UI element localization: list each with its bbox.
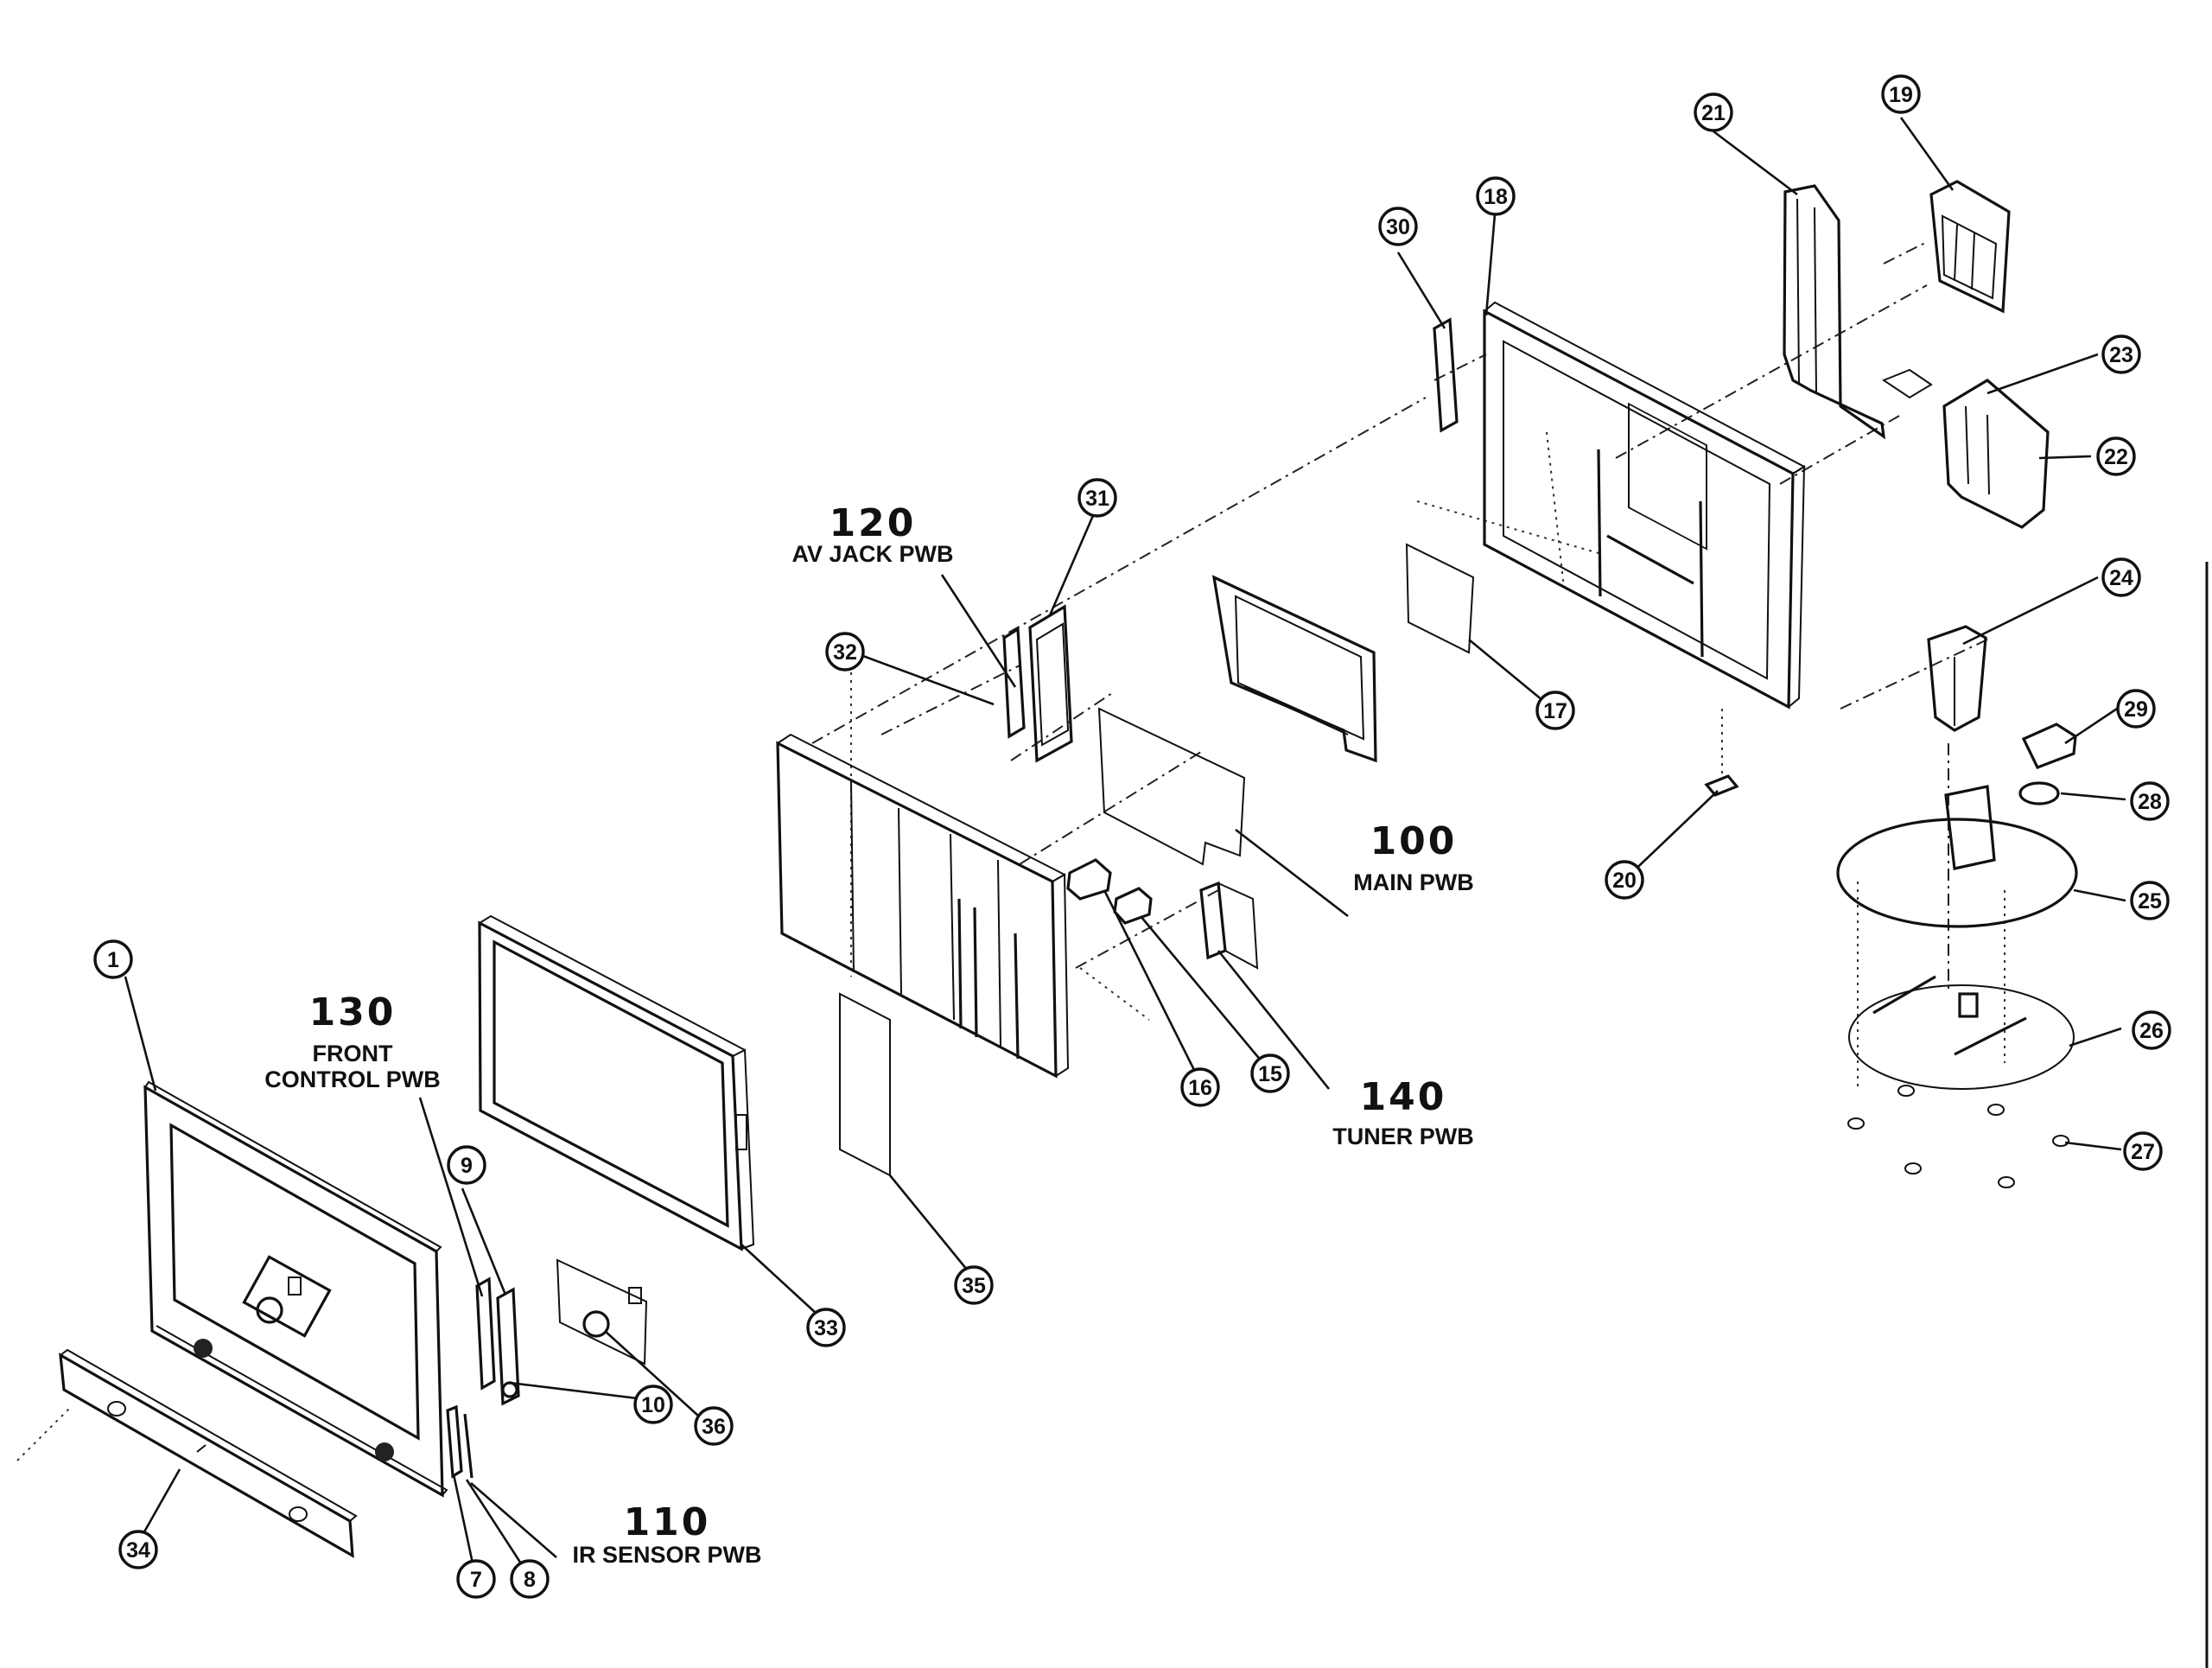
terminal-cover-19-part: [1929, 180, 2011, 314]
av-jack-pwb-part: [836, 604, 1073, 763]
svg-text:140: 140: [1360, 1075, 1447, 1119]
svg-text:8: 8: [524, 1568, 536, 1592]
svg-text:IR SENSOR PWB: IR SENSOR PWB: [572, 1542, 761, 1568]
svg-text:18: 18: [1484, 185, 1508, 209]
bracket-20-part: [1704, 709, 1739, 797]
callout-26: 26: [2132, 1010, 2171, 1050]
front-bezel-part: [143, 1080, 448, 1498]
callout-25: 25: [2130, 881, 2170, 920]
callout-30: 30: [1378, 207, 1418, 246]
ir-sensor-pwb-part: [446, 1404, 474, 1479]
callout-15: 15: [1250, 1054, 1290, 1093]
assembly-guide-lines: [16, 241, 2005, 1461]
ring-28-part: [2018, 781, 2060, 805]
callout-34: 34: [118, 1530, 158, 1569]
callout-28: 28: [2130, 781, 2170, 821]
rubber-feet-27-part: [1847, 1085, 2069, 1188]
callout-10: 10: [633, 1385, 673, 1424]
svg-text:110: 110: [624, 1500, 711, 1544]
svg-text:29: 29: [2124, 697, 2148, 722]
callout-27: 27: [2123, 1131, 2163, 1171]
side-cover-22-part: [1881, 368, 2050, 529]
svg-text:36: 36: [702, 1415, 726, 1439]
svg-text:TUNER PWB: TUNER PWB: [1332, 1124, 1474, 1149]
base-plate-26-part: [1848, 975, 2075, 1090]
pwb-label-120: 120 AV JACK PWB: [791, 501, 953, 567]
callout-16: 16: [1180, 1067, 1220, 1107]
svg-text:130: 130: [309, 990, 397, 1035]
rear-cabinet-part: [1483, 301, 1807, 710]
svg-text:AV JACK PWB: AV JACK PWB: [791, 541, 953, 567]
tuner-pwb-part: [1199, 881, 1259, 970]
svg-text:27: 27: [2131, 1140, 2155, 1164]
insulation-sheet-part: [839, 992, 891, 1177]
svg-text:19: 19: [1889, 83, 1913, 107]
svg-text:17: 17: [1543, 699, 1567, 723]
svg-text:MAIN PWB: MAIN PWB: [1353, 869, 1473, 895]
callout-21: 21: [1694, 92, 1733, 132]
bracket-29-part: [2021, 723, 2077, 770]
svg-text:15: 15: [1258, 1062, 1282, 1086]
callout-19: 19: [1881, 74, 1921, 114]
svg-text:20: 20: [1612, 869, 1637, 893]
callout-31: 31: [1077, 478, 1117, 518]
side-strip-30-part: [1433, 317, 1459, 433]
stand-base-25-part: [1836, 785, 2078, 928]
callout-22: 22: [2096, 436, 2136, 476]
stand-neck-24-part: [1927, 625, 1987, 732]
connector-parts: [1066, 858, 1153, 925]
callout-32: 32: [825, 632, 865, 672]
svg-text:7: 7: [470, 1568, 482, 1592]
svg-text:32: 32: [833, 640, 857, 665]
main-chassis-frame: [776, 733, 1070, 1079]
svg-text:33: 33: [814, 1316, 838, 1340]
svg-text:30: 30: [1386, 215, 1410, 239]
callout-17: 17: [1535, 691, 1575, 730]
pwb-label-110: 110 IR SENSOR PWB: [572, 1500, 761, 1568]
svg-text:35: 35: [962, 1274, 986, 1298]
pwb-label-100: 100 MAIN PWB: [1353, 819, 1473, 895]
upper-board-part: [1211, 575, 1377, 763]
svg-text:31: 31: [1085, 487, 1109, 511]
front-control-pwb-part: [475, 1276, 520, 1406]
svg-text:22: 22: [2104, 445, 2128, 469]
svg-text:23: 23: [2109, 343, 2133, 367]
svg-text:24: 24: [2109, 566, 2133, 590]
svg-text:9: 9: [461, 1154, 473, 1178]
svg-text:100: 100: [1370, 819, 1458, 863]
svg-text:1: 1: [107, 948, 119, 972]
callout-36: 36: [694, 1406, 734, 1446]
pwb-label-140: 140 TUNER PWB: [1332, 1075, 1474, 1149]
leader-lines: [124, 117, 2126, 1576]
bracket-17-part: [1405, 543, 1475, 654]
callout-1: 1: [93, 939, 133, 979]
svg-text:28: 28: [2138, 790, 2162, 814]
callout-29: 29: [2116, 689, 2156, 729]
speaker-grille-part: [59, 1348, 358, 1558]
svg-text:CONTROL PWB: CONTROL PWB: [264, 1066, 441, 1092]
callout-20: 20: [1605, 860, 1644, 900]
svg-text:FRONT: FRONT: [313, 1041, 393, 1066]
callout-23: 23: [2101, 334, 2141, 374]
svg-text:34: 34: [126, 1538, 150, 1563]
lcd-panel-part: [478, 914, 755, 1251]
callout-9: 9: [447, 1145, 486, 1185]
svg-text:26: 26: [2139, 1019, 2164, 1043]
svg-text:21: 21: [1701, 101, 1726, 125]
pwb-label-130: 130 FRONT CONTROL PWB: [264, 990, 441, 1092]
callout-18: 18: [1476, 176, 1516, 216]
callout-33: 33: [806, 1308, 846, 1347]
rear-cover-21-part: [1783, 184, 1886, 440]
callout-7: 7: [456, 1559, 496, 1599]
svg-text:120: 120: [830, 501, 917, 545]
svg-text:16: 16: [1188, 1076, 1212, 1100]
callout-24: 24: [2101, 557, 2141, 597]
callout-35: 35: [954, 1265, 994, 1305]
main-pwb-part: [1097, 707, 1246, 866]
callout-8: 8: [510, 1559, 550, 1599]
ir-sensor-assembly-36-part: [556, 1258, 648, 1366]
svg-text:10: 10: [641, 1393, 665, 1417]
svg-text:25: 25: [2138, 889, 2162, 914]
